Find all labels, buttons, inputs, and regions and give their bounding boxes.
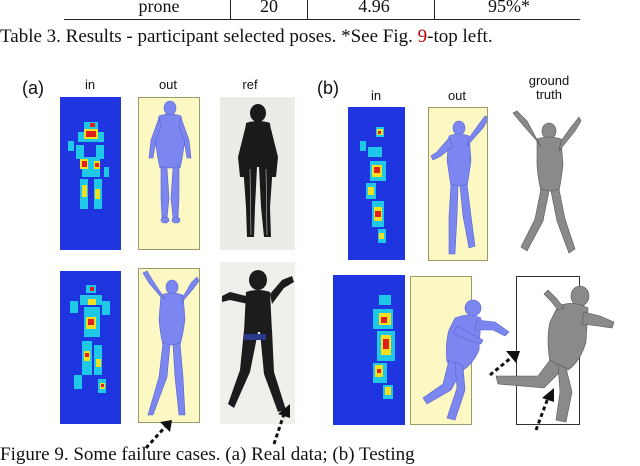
table-cell-count: 20 [260, 0, 278, 16]
failure-arrow-icon [489, 351, 520, 377]
output-mesh-box-b1 [428, 107, 488, 261]
table-cell-error: 4.96 [358, 0, 390, 16]
table-cell-accuracy: 95%* [488, 0, 530, 16]
blue-body-mesh-icon [148, 100, 192, 224]
ground-truth-render-b1 [505, 107, 583, 260]
gray-body-mesh-icon [512, 110, 582, 254]
figure-caption: Figure 9. Some failure cases. (a) Real d… [0, 444, 415, 465]
pressure-heatmap-a2 [60, 271, 121, 424]
blue-body-mesh-icon [142, 270, 199, 416]
column-in-b: in [370, 88, 382, 103]
table-cell-pose: prone [138, 0, 180, 16]
column-out-b: out [447, 88, 467, 103]
reference-photo-a2 [220, 262, 295, 424]
column-in-a: in [84, 77, 96, 92]
column-ground-truth: ground truth [528, 73, 570, 102]
person-photo-icon [220, 97, 295, 250]
output-mesh-box-a2 [138, 268, 200, 423]
reference-photo-a1 [220, 97, 295, 250]
blue-body-mesh-icon [430, 115, 487, 255]
failure-arrow-icon [144, 420, 172, 450]
panel-b-label: (b) [317, 78, 339, 98]
figure-reference-link[interactable]: 9 [417, 26, 428, 47]
pressure-heatmap-b2 [333, 275, 405, 425]
pressure-heatmap-a1 [60, 97, 121, 250]
table-bottom-rule [64, 19, 580, 20]
blue-body-mesh-icon [422, 299, 510, 421]
table-caption: Table 3. Results - participant selected … [0, 26, 493, 47]
person-photo-icon [220, 262, 295, 424]
output-mesh-box-a1 [138, 97, 200, 250]
pressure-heatmap-b1 [348, 107, 405, 260]
panel-a-label: (a) [22, 78, 44, 98]
failure-arrow-icon [534, 388, 554, 431]
gray-body-mesh-icon [495, 285, 615, 423]
column-out-a: out [158, 77, 178, 92]
table-last-row: prone 20 4.96 95%* [64, 0, 580, 20]
column-ref: ref [242, 77, 258, 92]
failure-arrow-icon [272, 404, 290, 445]
